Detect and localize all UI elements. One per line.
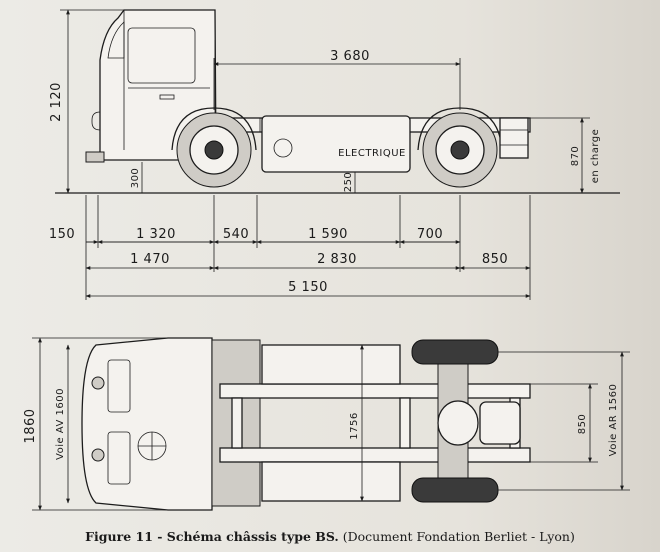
dim-battery-length: 1 590: [308, 227, 348, 242]
top-view: 1860 Voie AV 1600 1756 850 Voie AR 1560: [23, 337, 630, 511]
overall-width-label: 1860: [23, 408, 38, 443]
mid-clearance-label: 250: [343, 172, 354, 193]
dim-front-to-axle: 1 470: [130, 252, 170, 267]
dim-cab-length: 1 320: [136, 227, 176, 242]
dim-front-overhang: 150: [49, 227, 75, 242]
frame-height-label: 870: [570, 146, 581, 167]
frame-height-note: en charge: [590, 129, 601, 184]
front-track-label: Voie AV 1600: [55, 388, 66, 460]
dimension-rows: 150 1 320 540 1 590 700 1 470 2 830 850 …: [49, 195, 531, 300]
battery-label: ELECTRIQUE: [338, 148, 406, 159]
frame-rail-lower: [219, 447, 531, 463]
cab-body: [99, 9, 217, 161]
dim-axle-span: 2 830: [317, 252, 357, 267]
caption-normal: (Document Fondation Berliet - Lyon): [338, 529, 575, 544]
battery-top-lower: [261, 461, 401, 502]
door-handle: [159, 94, 175, 100]
front-bumper: [85, 151, 105, 163]
dim-gap: 540: [223, 227, 249, 242]
rear-tyre-upper: [411, 339, 499, 365]
rear-wheel: [417, 107, 503, 188]
figure-caption: Figure 11 - Schéma châssis type BS. (Doc…: [0, 529, 660, 544]
dim-rear-gap: 700: [417, 227, 443, 242]
differential: [437, 400, 479, 446]
motor: [479, 401, 521, 445]
frame-rail-upper: [219, 383, 531, 399]
cab-height-label: 2 120: [49, 82, 64, 122]
frame-width-label: 1756: [349, 412, 360, 439]
battery-top-upper: [261, 344, 401, 385]
caption-bold: Figure 11 - Schéma châssis type BS.: [85, 529, 339, 544]
rear-tyre-lower: [411, 477, 499, 503]
wheelbase-label: 3 680: [330, 49, 370, 64]
battery-box: [261, 115, 411, 173]
cab-top: [81, 337, 213, 511]
rear-frame-width-label: 850: [577, 414, 588, 435]
front-clearance-label: 300: [130, 168, 141, 189]
rear-axle-housing: [499, 117, 529, 159]
cab-side-window: [127, 27, 196, 84]
dim-rear-overhang: 850: [482, 252, 508, 267]
dim-overall-length: 5 150: [288, 280, 328, 295]
headlamp: [91, 111, 101, 131]
battery-emblem: [273, 138, 293, 158]
rear-track-label: Voie AR 1560: [608, 384, 619, 457]
side-view: ELECTRIQUE 2 120 3 680 300: [49, 9, 620, 194]
